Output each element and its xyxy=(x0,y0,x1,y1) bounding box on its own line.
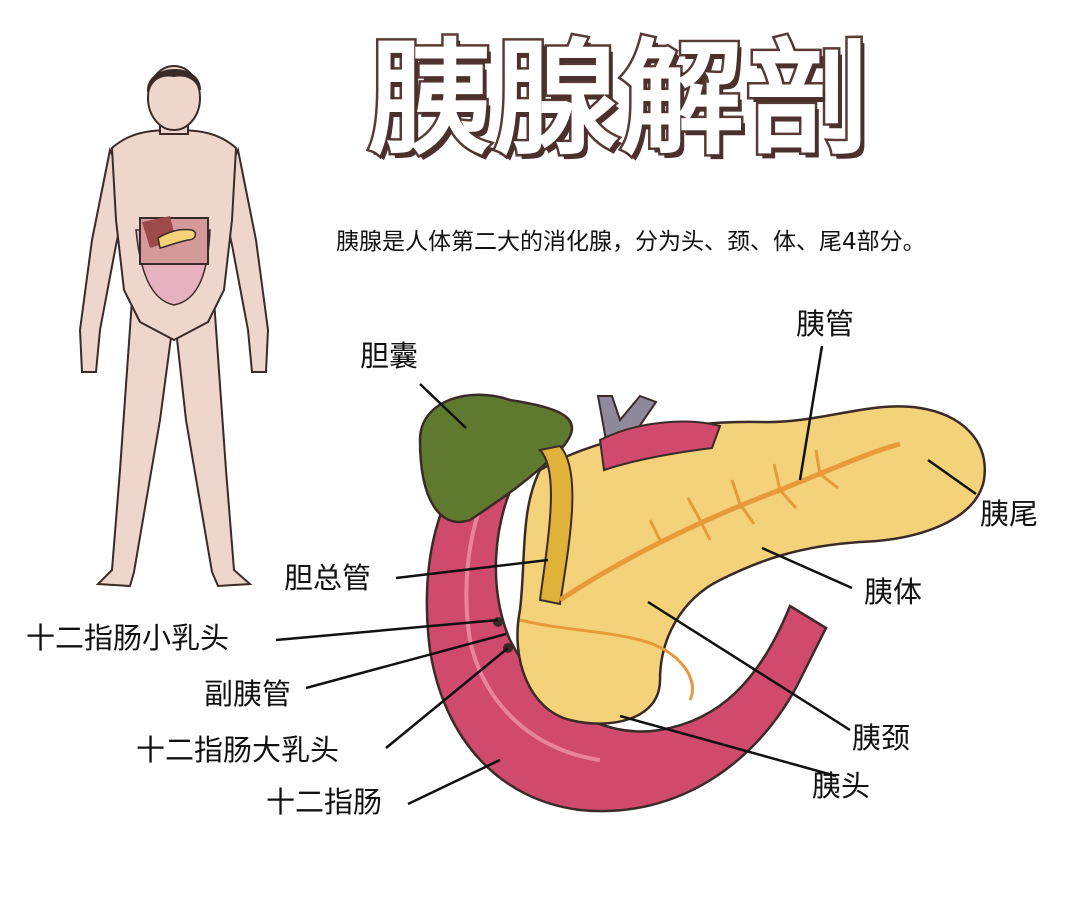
pancreatic-duct-path xyxy=(558,441,901,603)
human-body-figure xyxy=(78,65,270,588)
pancreas xyxy=(516,405,987,725)
label-minor-papilla: 十二指肠小乳头 xyxy=(26,621,230,655)
label-duodenum: 十二指肠 xyxy=(266,785,383,819)
page-title: 胰腺解剖 xyxy=(365,28,873,172)
label-gallbladder: 胆囊 xyxy=(360,339,419,373)
duodenum xyxy=(425,436,828,813)
pancreas-illustration xyxy=(418,393,987,813)
leader-lines xyxy=(275,345,977,806)
label-pancreas-body: 胰体 xyxy=(864,575,923,609)
label-pancreatic-duct: 胰管 xyxy=(796,307,855,341)
label-pancreas-head: 胰头 xyxy=(812,769,871,803)
label-pancreas-tail: 胰尾 xyxy=(980,497,1039,531)
label-pancreas-neck: 胰颈 xyxy=(852,721,911,755)
label-major-papilla: 十二指肠大乳头 xyxy=(136,733,340,767)
label-common-bile-duct: 胆总管 xyxy=(284,561,372,595)
common-bile-duct-path xyxy=(537,444,574,606)
page-subtitle: 胰腺是人体第二大的消化腺，分为头、颈、体、尾4部分。 xyxy=(336,229,926,255)
label-accessory-duct: 副胰管 xyxy=(204,677,292,711)
